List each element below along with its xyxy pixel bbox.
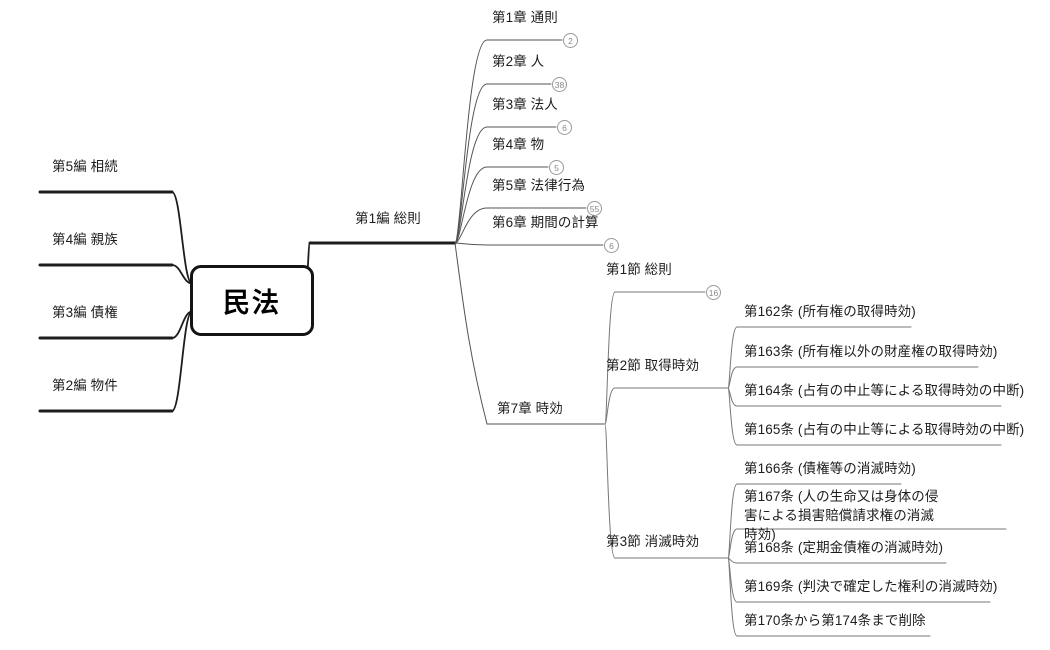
section-connector	[604, 291, 616, 425]
article-label[interactable]: 第168条 (定期金債権の消滅時効)	[744, 540, 944, 555]
chapter-label-1[interactable]: 第1章 通則	[492, 10, 558, 25]
chapter-count-badge: 5	[549, 160, 564, 175]
section-connector	[604, 423, 616, 559]
chapter-label-7[interactable]: 第7章 時効	[497, 401, 563, 416]
article-label[interactable]: 第170条から第174条まで削除	[744, 613, 926, 628]
branch-label-3[interactable]: 第3編 債権	[52, 305, 118, 320]
chapter-connector	[454, 39, 488, 244]
chapter-label-6[interactable]: 第6章 期間の計算	[492, 215, 599, 230]
section-connector	[604, 387, 616, 425]
chapter-count-badge: 38	[552, 77, 567, 92]
chapter7-connector	[454, 242, 488, 425]
article-label[interactable]: 第166条 (債権等の消滅時効)	[744, 461, 916, 476]
article-label[interactable]: 第162条 (所有権の取得時効)	[744, 304, 916, 319]
root-node-label: 民法	[223, 288, 281, 318]
chapter-label-5[interactable]: 第5章 法律行為	[492, 178, 586, 193]
article-label[interactable]: 第164条 (占有の中止等による取得時効の中断)	[744, 383, 1025, 398]
chapter-count-badge: 2	[563, 33, 578, 48]
chapter-connector	[454, 242, 488, 246]
article-label[interactable]: 第163条 (所有権以外の財産権の取得時効)	[744, 344, 998, 359]
chapter-connector	[454, 166, 488, 244]
branch-label-4[interactable]: 第4編 親族	[52, 232, 118, 247]
trunk-label-volume-1[interactable]: 第1編 総則	[355, 211, 421, 226]
chapter-label-2[interactable]: 第2章 人	[492, 54, 545, 69]
article-connector	[727, 387, 738, 446]
branch-label-5[interactable]: 第5編 相続	[52, 159, 118, 174]
branch-label-2[interactable]: 第2編 物件	[52, 378, 118, 393]
section-count-badge: 16	[706, 285, 721, 300]
chapter-label-4[interactable]: 第4章 物	[492, 137, 545, 152]
chapter-label-3[interactable]: 第3章 法人	[492, 97, 558, 112]
chapter-connector	[454, 207, 488, 244]
left-branch-connector	[171, 264, 193, 285]
left-branch-connector	[171, 310, 193, 412]
article-connector	[727, 483, 738, 559]
section-label-2[interactable]: 第2節 取得時効	[606, 358, 700, 373]
article-connector	[727, 528, 738, 559]
chapter-count-badge: 6	[557, 120, 572, 135]
left-branch-connector	[171, 191, 193, 285]
chapter-count-badge: 55	[587, 201, 602, 216]
article-connector	[727, 366, 738, 389]
chapter-count-badge: 6	[604, 238, 619, 253]
chapter-connector	[454, 126, 488, 244]
article-connector	[727, 557, 738, 603]
section-label-1[interactable]: 第1節 総則	[606, 262, 672, 277]
article-label[interactable]: 第169条 (判決で確定した権利の消滅時効)	[744, 579, 998, 594]
article-label[interactable]: 第167条 (人の生命又は身体の侵害による損害賠償請求権の消滅時効)	[744, 489, 939, 542]
section-label-3[interactable]: 第3節 消滅時効	[606, 534, 700, 549]
article-connector	[727, 326, 738, 389]
root-node[interactable]: 民法	[190, 265, 314, 336]
chapter-connector	[454, 83, 488, 244]
article-label[interactable]: 第165条 (占有の中止等による取得時効の中断)	[744, 422, 1025, 437]
article-connector	[727, 557, 738, 637]
